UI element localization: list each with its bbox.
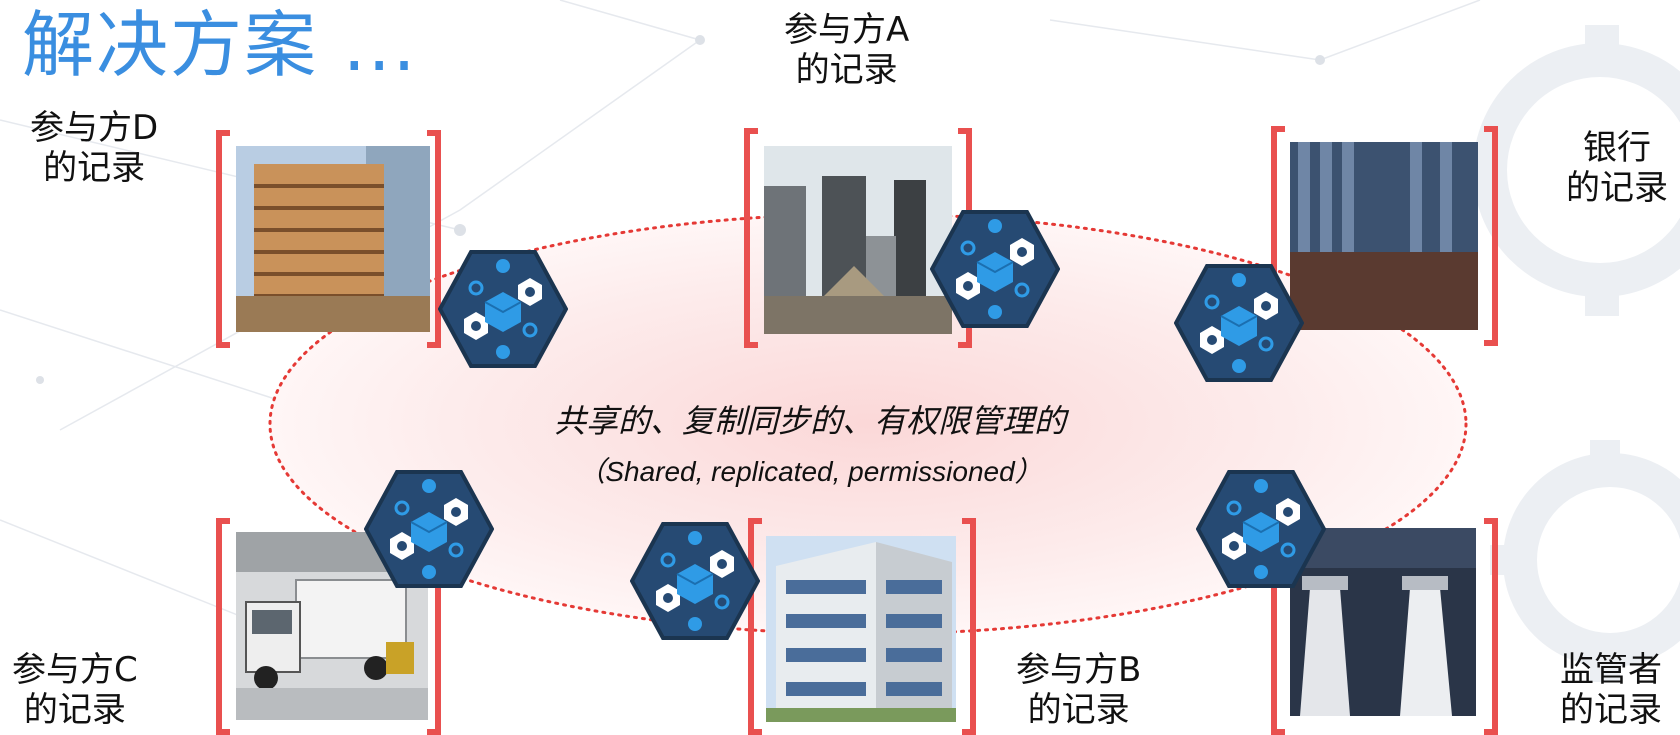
- blockchain-node-icon: [630, 522, 760, 640]
- blockchain-node-icon: [438, 250, 568, 368]
- party-d-name: 参与方D: [30, 108, 159, 148]
- bank-record: 的记录: [1566, 168, 1668, 208]
- page-title: 解决方案 ...: [22, 3, 418, 87]
- office-building-photo: [766, 536, 956, 722]
- regulator-name: 监管者: [1560, 650, 1662, 690]
- bank-facade-photo: [1290, 142, 1478, 330]
- ledger-description-en: （Shared, replicated, permissioned）: [577, 456, 1043, 487]
- regulator-record: 的记录: [1560, 690, 1662, 730]
- bracket-right: [427, 130, 441, 348]
- columns-photo: [1290, 528, 1476, 716]
- blockchain-node-icon: [364, 470, 494, 588]
- blockchain-node-icon: [1174, 264, 1304, 382]
- party-c-record: 的记录: [23, 690, 126, 730]
- party-b-name: 参与方B: [1016, 650, 1142, 690]
- bracket-left: [748, 518, 762, 735]
- skyscrapers-photo: [764, 146, 952, 334]
- party-c-name: 参与方C: [12, 650, 138, 690]
- bracket-right: [1484, 518, 1498, 735]
- party-a-name: 参与方A: [784, 10, 910, 50]
- blockchain-node-icon: [1196, 470, 1326, 588]
- party-b-record: 的记录: [1027, 690, 1130, 730]
- ledger-description: 共享的、复制同步的、有权限管理的 （Shared, replicated, pe…: [510, 396, 1110, 490]
- brick-office-building-photo: [236, 146, 430, 332]
- bank-name: 银行: [1583, 128, 1651, 168]
- bracket-right: [1484, 126, 1498, 346]
- bracket-left: [216, 130, 230, 348]
- bracket-right: [962, 518, 976, 735]
- party-a-label: 参与方A 的记录: [784, 10, 909, 90]
- party-d-label: 参与方D 的记录: [30, 108, 158, 188]
- party-b-label: 参与方B 的记录: [1016, 650, 1141, 730]
- ledger-description-cn: 共享的、复制同步的、有权限管理的: [553, 402, 1066, 440]
- blockchain-node-icon: [930, 210, 1060, 328]
- party-d-record: 的记录: [43, 148, 146, 188]
- bracket-left: [744, 128, 758, 348]
- regulator-label: 监管者 的记录: [1560, 650, 1662, 730]
- bank-label: 银行 的记录: [1566, 128, 1668, 208]
- bracket-left: [216, 518, 230, 735]
- party-a-record: 的记录: [795, 50, 898, 90]
- party-c-label: 参与方C 的记录: [12, 650, 138, 730]
